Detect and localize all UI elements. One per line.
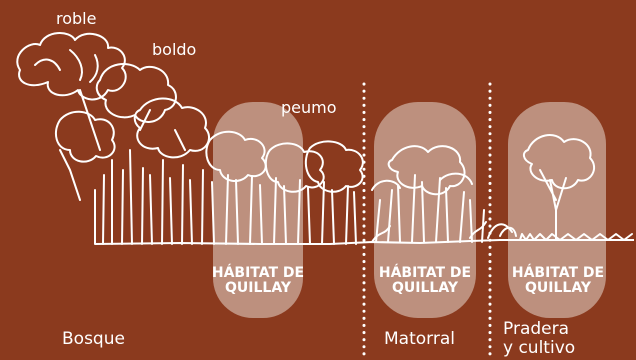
- zone-label-pradera-line1: Pradera: [503, 319, 570, 339]
- habitat-label-matorral-line1: HÁBITAT DE: [378, 265, 472, 281]
- habitat-highlight-bosque: [213, 102, 303, 318]
- ground-line: [94, 239, 634, 245]
- habitat-label-pradera: HÁBITAT DE QUILLAY: [498, 266, 618, 296]
- zone-label-bosque: Bosque: [62, 329, 125, 349]
- habitat-label-pradera-line1: HÁBITAT DE: [511, 265, 605, 281]
- zone-label-pradera: Pradera y cultivo: [503, 320, 575, 358]
- tree-label-roble: roble: [56, 9, 97, 28]
- tree-label-boldo: boldo: [152, 40, 197, 59]
- habitat-label-bosque: HÁBITAT DE QUILLAY: [199, 266, 317, 296]
- grassland-sketch: [487, 134, 633, 241]
- forest-trees-sketch: [16, 32, 364, 245]
- tree-label-peumo: peumo: [281, 98, 337, 117]
- habitat-highlight-matorral: [374, 102, 476, 318]
- shrubland-sketch: [371, 145, 487, 243]
- habitat-label-bosque-line2: QUILLAY: [225, 280, 291, 296]
- habitat-label-matorral-line2: QUILLAY: [392, 280, 458, 296]
- habitat-label-pradera-line2: QUILLAY: [525, 280, 591, 296]
- zone-label-pradera-line2: y cultivo: [503, 338, 576, 358]
- zone-label-matorral: Matorral: [384, 329, 455, 349]
- habitat-label-bosque-line1: HÁBITAT DE: [211, 265, 305, 281]
- habitat-label-matorral: HÁBITAT DE QUILLAY: [366, 266, 484, 296]
